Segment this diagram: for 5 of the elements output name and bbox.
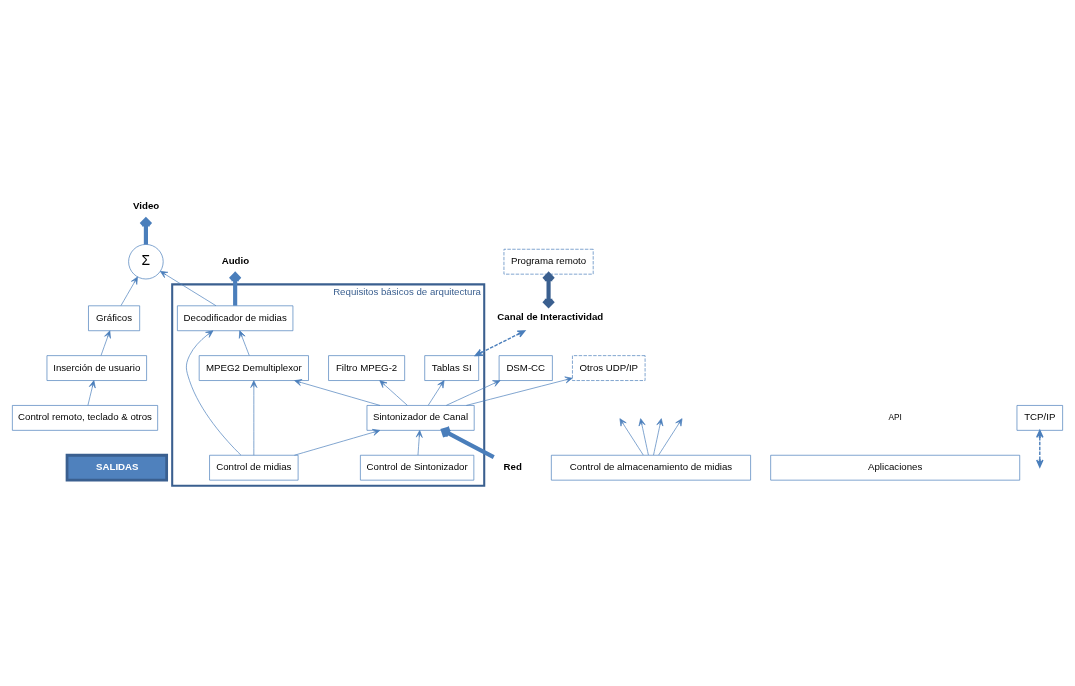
node-text: Canal de Interactividad (497, 311, 604, 323)
node-text: Red (503, 460, 522, 472)
label: API (888, 412, 902, 423)
node-text: Video (133, 200, 160, 212)
node-text: Audio (221, 254, 250, 266)
